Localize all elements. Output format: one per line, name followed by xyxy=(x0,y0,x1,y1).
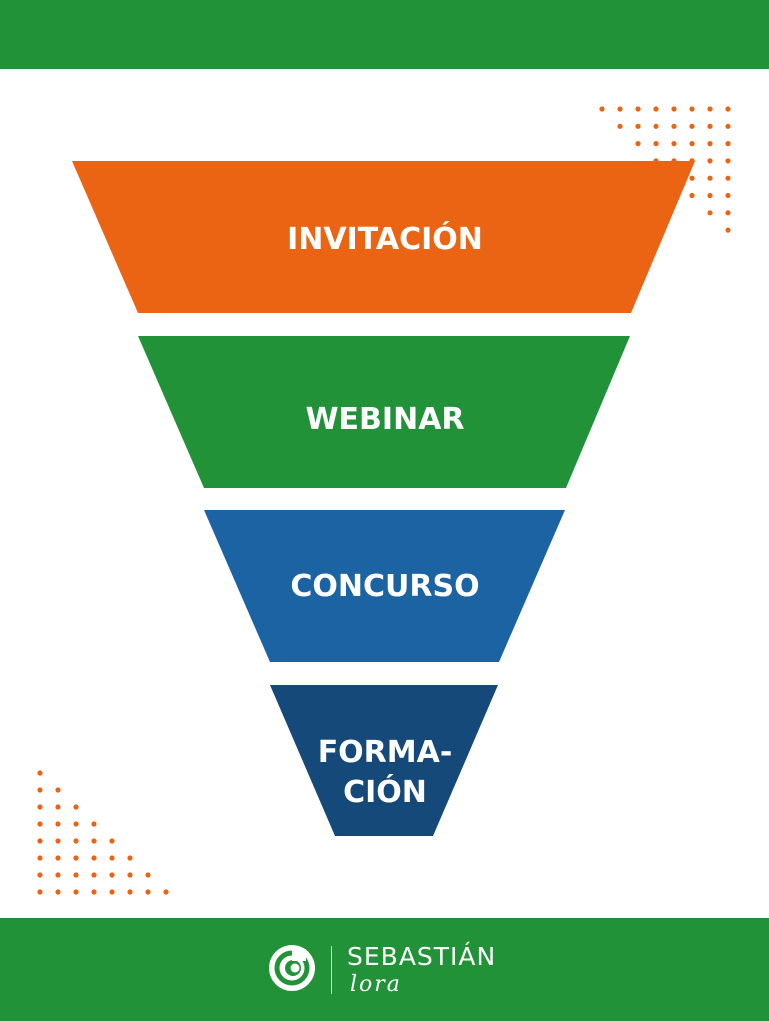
funnel-stage-label: CONCURSO xyxy=(290,569,479,604)
top-banner xyxy=(0,0,769,69)
funnel-stage-shape xyxy=(72,161,695,313)
funnel-stage-label: WEBINAR xyxy=(305,402,464,437)
funnel-stage-concurso: CONCURSO xyxy=(204,510,565,662)
brand-footer: SEBASTIÁN lora xyxy=(0,918,769,1021)
funnel-stage-shape xyxy=(270,685,498,836)
brand-name: SEBASTIÁN xyxy=(347,942,497,971)
bottom-banner xyxy=(0,918,769,1021)
funnel-stage-label-line2: CIÓN xyxy=(343,773,427,810)
funnel-stage-invitacion: INVITACIÓN xyxy=(72,161,695,313)
funnel-stage-webinar: WEBINAR xyxy=(138,336,630,488)
funnel-stage-shape xyxy=(204,510,565,662)
swirl-logo-icon xyxy=(269,945,315,991)
funnel-stage-formacion: FORMA- CIÓN xyxy=(270,685,498,836)
funnel-stage-label: INVITACIÓN xyxy=(287,220,483,257)
funnel-stage-shape xyxy=(138,336,630,488)
funnel-stage-label: FORMA- xyxy=(318,735,453,770)
brand-subname: lora xyxy=(350,972,402,997)
brand-divider xyxy=(331,946,332,994)
